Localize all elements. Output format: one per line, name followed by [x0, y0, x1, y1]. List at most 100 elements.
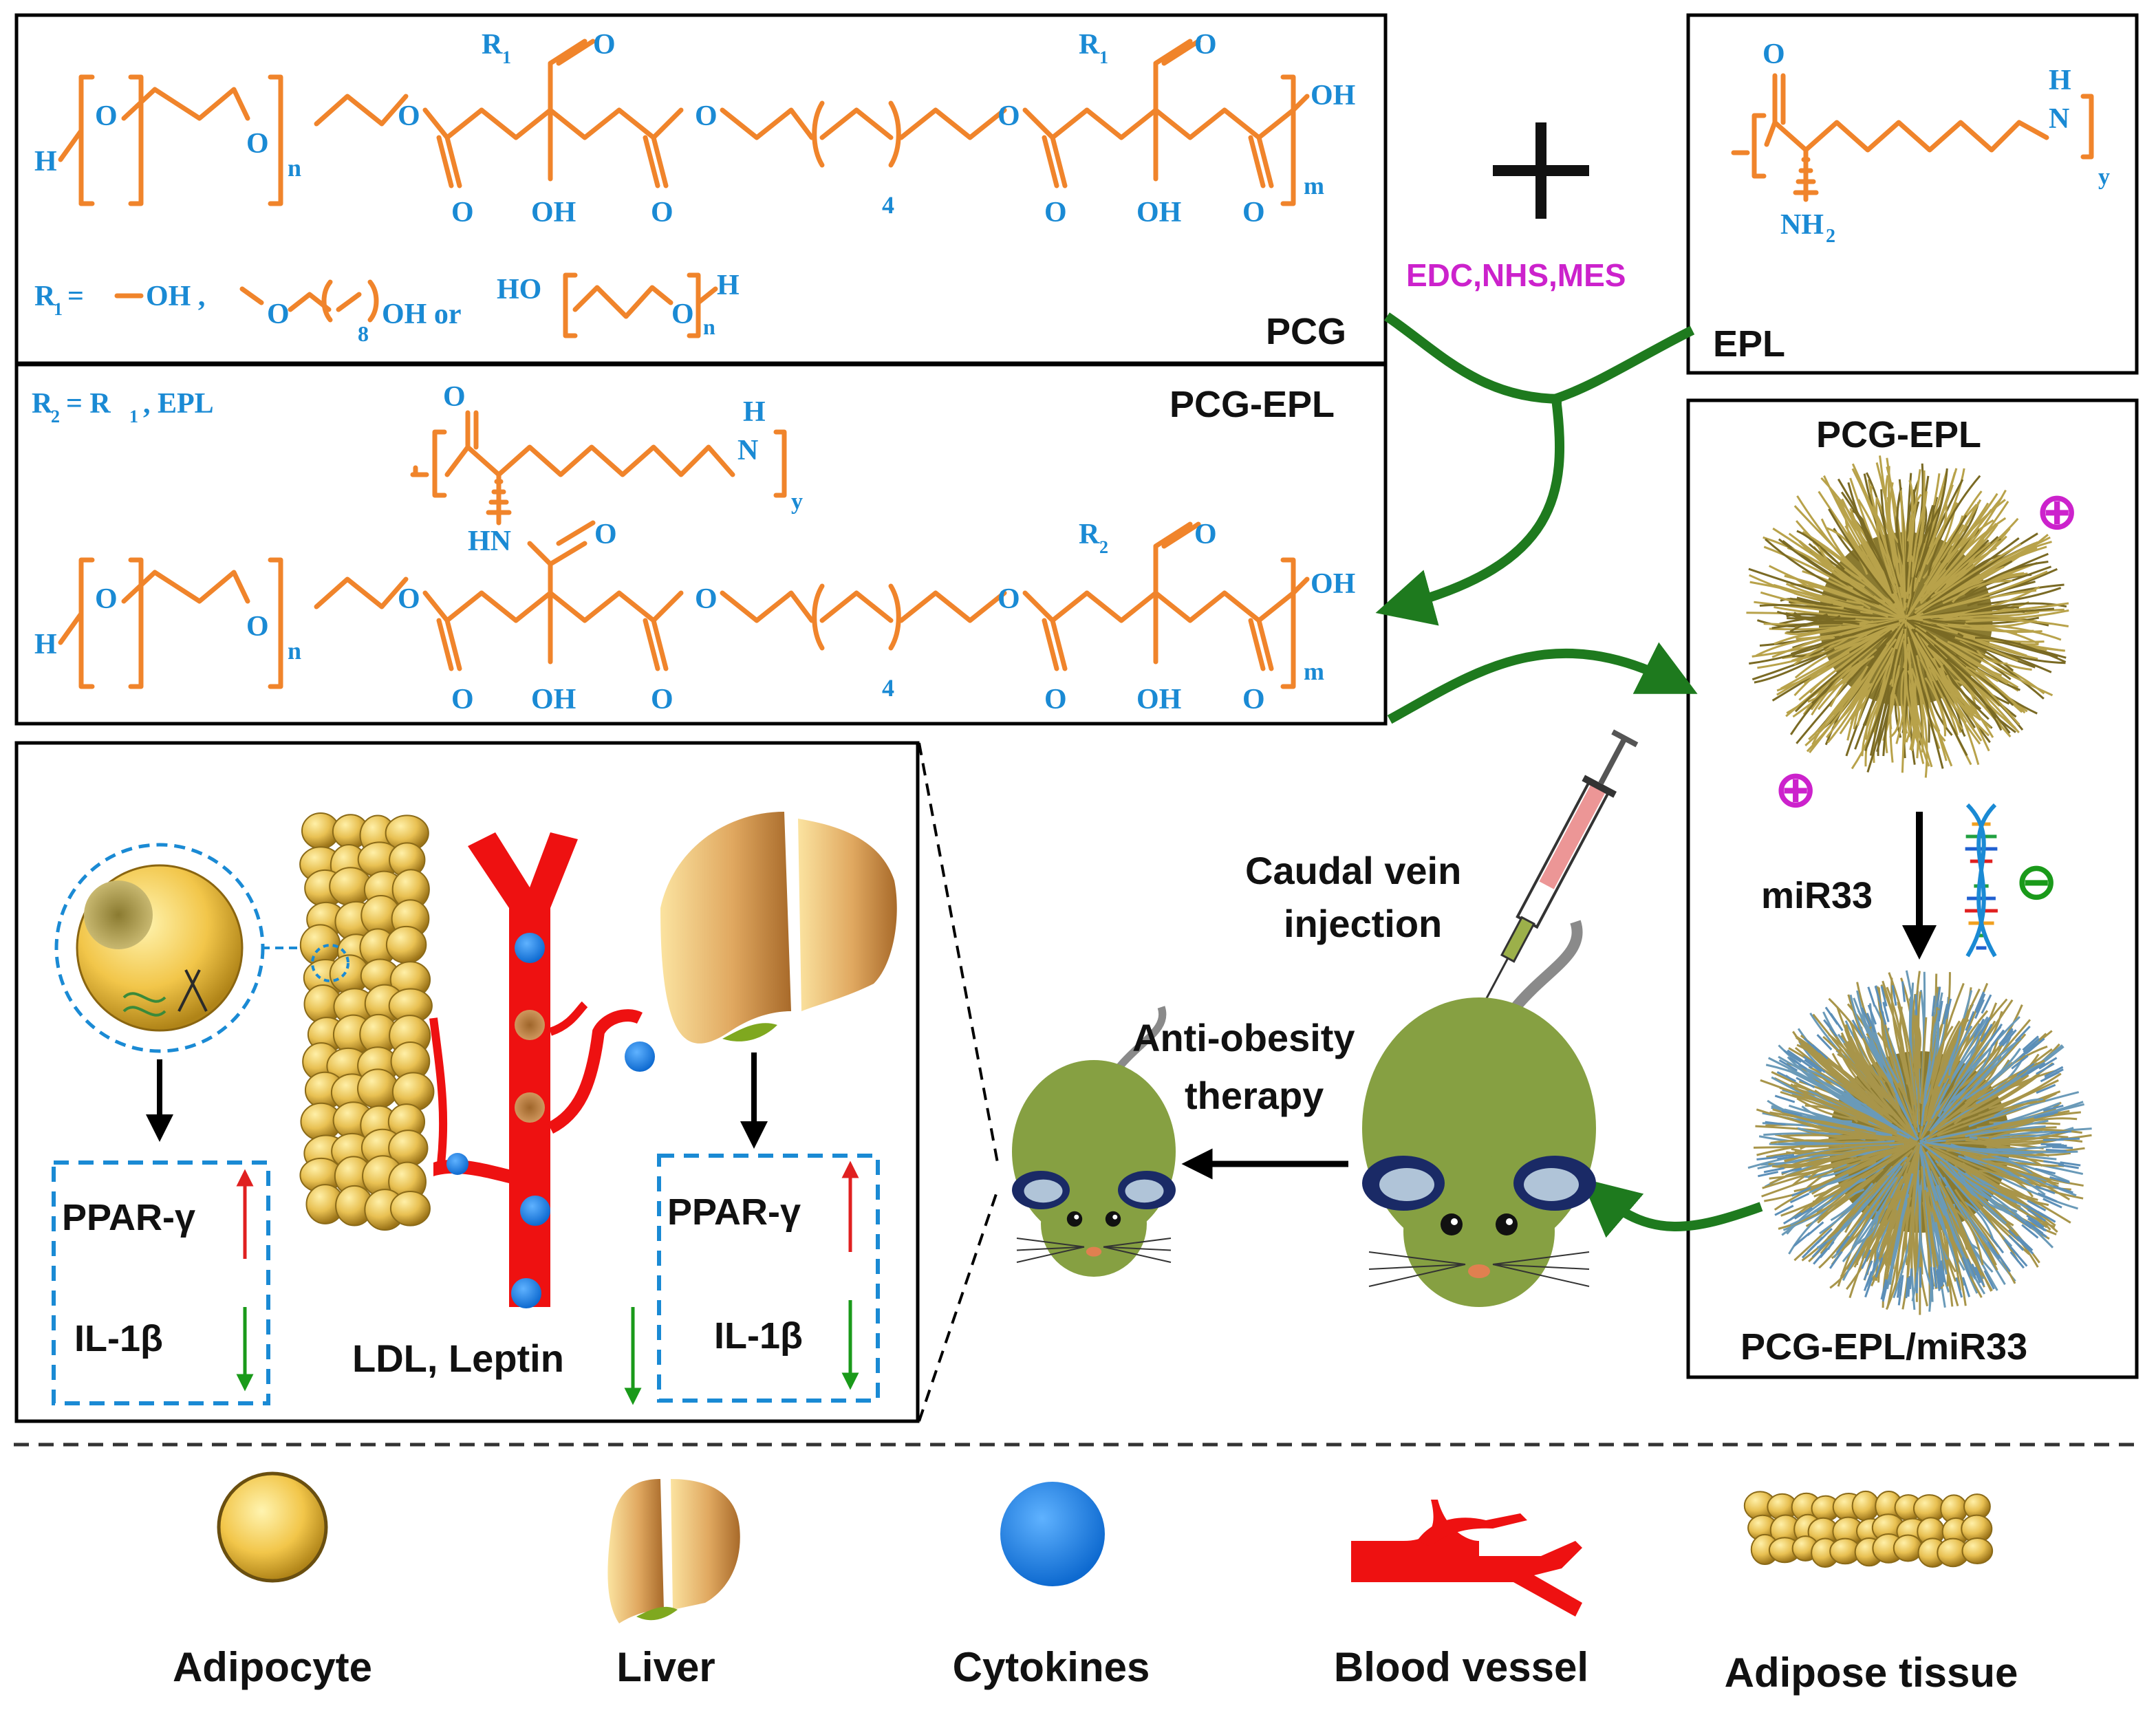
polymer-strand [1937, 1185, 1986, 1295]
polymer-strand [1822, 1035, 1871, 1089]
polymer-strand [1967, 583, 2065, 607]
polymer-strand [1905, 473, 1912, 592]
polymer-strand [1945, 517, 2019, 585]
polymer-strand [1888, 466, 1904, 585]
polymer-strand [1803, 634, 1881, 684]
polymer-strand [1930, 570, 2048, 612]
polymer-strand [1965, 618, 2069, 627]
polymer-strand [1850, 682, 1873, 724]
green-arrow-epl [1553, 325, 1695, 404]
polymer-strand [1922, 565, 2052, 614]
polymer-strand [1943, 1176, 2016, 1282]
polymer-strand [1807, 1180, 1856, 1211]
dna-helix-icon [1965, 803, 1998, 958]
polymer-strand [1965, 1125, 2046, 1138]
polymer-strand [1929, 1170, 1977, 1290]
mirna-strand [1861, 1007, 1871, 1028]
mirna-strand [1932, 1267, 1938, 1288]
mirna-strand [2042, 1198, 2062, 1209]
mirna-strand [1802, 1055, 1821, 1070]
mirna-strand [1882, 1002, 1890, 1022]
polymer-strand [1996, 1127, 2092, 1137]
mirna-strand [1973, 1018, 1985, 1038]
polymer-strand [1831, 1189, 1885, 1260]
polymer-strand [1919, 1141, 2037, 1212]
mir33-label: miR33 [1761, 875, 1873, 916]
polymer-strand [1935, 680, 1966, 737]
polymer-strand [1837, 1048, 1901, 1121]
svg-text:O: O [1194, 29, 1217, 61]
whisker [1103, 1246, 1172, 1251]
mirna-strand [2025, 1205, 2045, 1218]
svg-text:OH ,: OH , [146, 281, 205, 312]
mirna-strand [2016, 1062, 2035, 1077]
polymer-strand [1780, 1142, 1919, 1217]
polymer-strand [1864, 649, 1898, 752]
svg-text:2: 2 [1826, 226, 1835, 247]
whisker [1016, 1238, 1085, 1248]
pcg-epl-nanoparticle [1746, 455, 2069, 778]
polymer-strand [1788, 1047, 1875, 1110]
pcg-epl-mir33-label: PCG-EPL/miR33 [1740, 1326, 2027, 1368]
therapy-label-line1: Anti-obesity [1132, 1016, 1355, 1059]
injection-label-line2: injection [1284, 902, 1442, 945]
polymer-strand [1889, 695, 1901, 739]
polymer-strand [1924, 1102, 2060, 1142]
polymer-strand [1924, 677, 1946, 737]
polymer-strand [1945, 1134, 2069, 1143]
polymer-strand [1906, 649, 1916, 750]
mirna-strand [1782, 1211, 1802, 1224]
polymer-strand [1769, 1111, 1877, 1135]
polymer-strand [1906, 468, 1921, 599]
polymer-strand [1809, 1174, 1849, 1194]
mirna-strand [1937, 1266, 1943, 1287]
polymer-strand [1886, 1173, 1914, 1290]
polymer-strand [1800, 1043, 1897, 1124]
polymer-strand [1856, 1211, 1879, 1245]
mirna-strand [1835, 1235, 1851, 1254]
mirna-strand [2016, 1235, 2034, 1251]
mirna-strand [1787, 1049, 1805, 1063]
svg-text:O: O [95, 583, 118, 615]
svg-text:HN: HN [468, 526, 511, 557]
polymer-strand [1939, 1019, 2031, 1119]
polymer-strand [1917, 468, 1948, 572]
polymer-strand [1809, 620, 1906, 753]
mirna-strand [1803, 1037, 1820, 1053]
mirna-strand [1998, 1028, 2014, 1046]
ear-inner [1024, 1179, 1063, 1203]
polymer-strand [1828, 508, 1895, 604]
mirna-strand [2037, 1111, 2058, 1118]
polymer-strand [1993, 1101, 2084, 1125]
polymer-strand [1897, 1006, 1917, 1121]
epl-structure: O H N y NH 2 EPL [1713, 39, 2110, 365]
eye-glint [1074, 1214, 1079, 1220]
mirna-strand [1975, 993, 1986, 1013]
mirna-strand [2042, 1104, 2064, 1112]
polymer-strand [1937, 1046, 1993, 1118]
svg-text:n: n [288, 637, 301, 665]
polymer-strand [1911, 505, 1941, 598]
mirna-strand [1905, 1277, 1909, 1299]
whisker [1103, 1246, 1172, 1263]
svg-text:OH: OH [1311, 568, 1355, 600]
polymer-strand [1880, 489, 1901, 587]
svg-text:O: O [1242, 684, 1265, 715]
mirna-strand [2021, 1224, 2039, 1239]
polymer-strand [1928, 468, 1958, 548]
mirna-strand [1804, 1059, 1822, 1073]
polymer-strand [1957, 1171, 2016, 1218]
fat-cell [1893, 1534, 1923, 1562]
svg-text:y: y [791, 489, 803, 515]
svg-text:OH or: OH or [382, 299, 461, 330]
pcg-structure: H O O n O O OH R 1 O O O 4 O O [34, 29, 1355, 352]
polymer-strand [1793, 505, 1893, 606]
mirna-strand [1896, 1277, 1902, 1298]
eye [1066, 1211, 1083, 1227]
liver-large [660, 812, 897, 1044]
polymer-strand [1865, 1161, 1911, 1253]
svg-text:OH: OH [1311, 80, 1355, 111]
mirna-strand [1863, 1260, 1873, 1281]
mouse-treated [1012, 1006, 1176, 1277]
svg-text:1: 1 [54, 299, 63, 319]
